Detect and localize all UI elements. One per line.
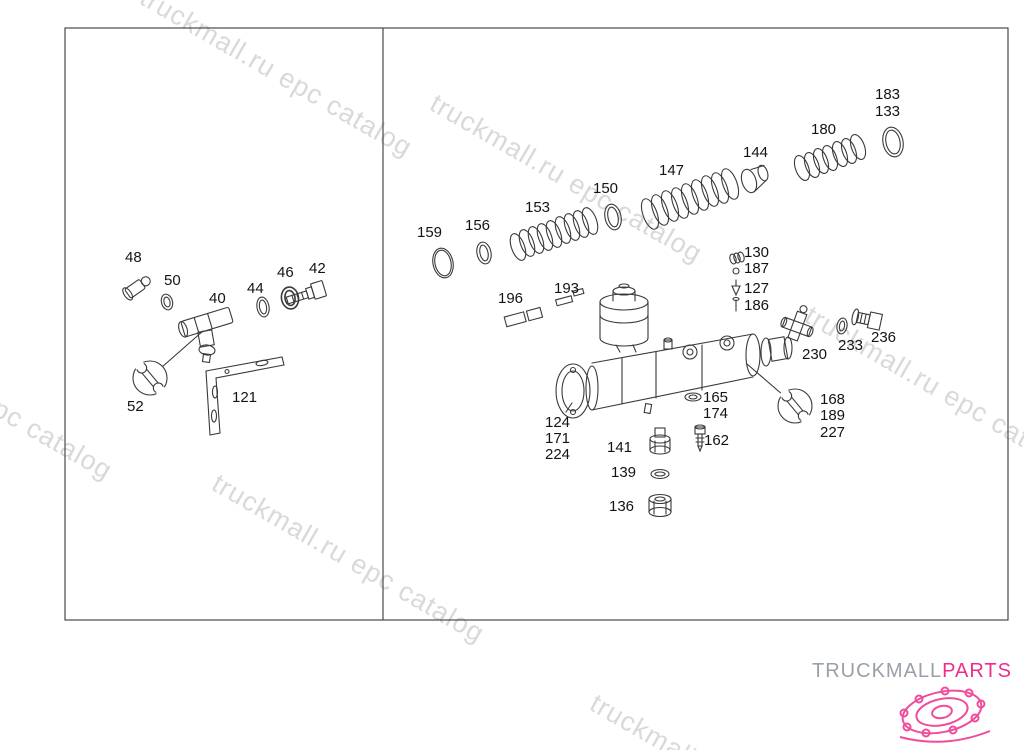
part-127-186-valve-pin <box>731 279 741 312</box>
logo-truckmall: TRUCKMALL <box>812 660 943 682</box>
part-236-bolt <box>851 308 884 331</box>
part-42-bolt <box>285 280 327 305</box>
gear-logo-icon <box>899 686 991 743</box>
wrench-symbol-168 <box>746 363 813 424</box>
logo-parts: PARTS <box>942 660 1012 682</box>
part-165-174-washer <box>684 392 702 402</box>
part-136-nut <box>648 493 672 518</box>
part-44-washer <box>256 296 270 318</box>
part-144-cup <box>740 164 769 194</box>
part-130-187-valve-spring <box>729 251 745 275</box>
part-121-bracket <box>205 356 285 436</box>
part-141-fitting <box>649 427 671 455</box>
part-48-fitting <box>122 276 151 301</box>
part-147-spring <box>640 168 740 230</box>
part-193-pins <box>554 287 585 307</box>
part-233-ring <box>836 317 848 335</box>
part-50-ring <box>160 293 174 311</box>
part-46-ring <box>280 286 300 310</box>
logo: TRUCKMALLPARTS <box>812 660 1012 683</box>
panel-border <box>64 27 1009 621</box>
part-reservoir <box>599 283 649 353</box>
wrench-symbol-52 <box>132 330 204 396</box>
part-159-ring <box>432 247 454 279</box>
part-162-screw <box>694 424 706 453</box>
part-master-cylinder-body <box>555 333 793 419</box>
part-40-tee-fitting <box>178 306 234 364</box>
part-180-spring <box>793 134 867 181</box>
part-230-tee <box>780 305 814 342</box>
part-183-133-ring <box>882 126 904 158</box>
part-156-ring <box>476 241 492 265</box>
part-139-washer <box>650 468 670 480</box>
part-196-block <box>503 306 544 328</box>
part-153-spring <box>509 207 599 261</box>
leader-line-124 <box>565 402 573 413</box>
part-150-ring <box>604 203 622 231</box>
